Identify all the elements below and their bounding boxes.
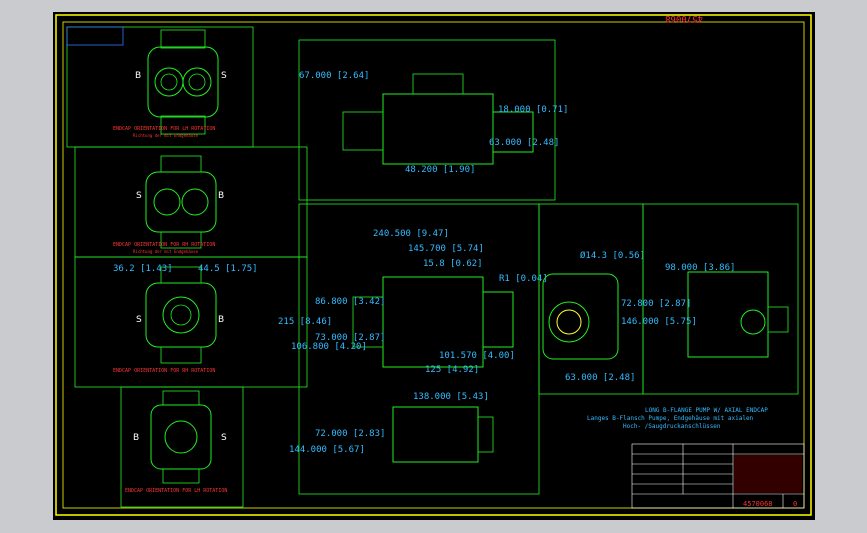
dim-63b: 63.000 [2.48] [565,373,635,383]
dim-86: 86.800 [3.42] [315,297,385,307]
label-s-3: S [136,315,142,325]
sub-rh: Richtung der mit Endgehäuse [133,249,199,254]
dim-63: 63.000 [2.48] [489,138,559,148]
label-b-4: B [133,433,139,443]
pump-face-lh [147,29,219,135]
dim-72: 72.000 [2.83] [315,429,385,439]
title-block [631,443,805,509]
dim-101: 101.570 [4.00] [439,351,515,361]
dim-240: 240.500 [9.47] [373,229,449,239]
dim-138: 138.000 [5.43] [413,392,489,402]
title-line3: Hoch- /Saugdruckanschlüssen [623,423,721,430]
pump-face-rh [145,155,217,249]
title-rh2: ENDCAP ORIENTATION FOR RH ROTATION [113,368,215,374]
pump-side-top [342,73,534,165]
title-lh2: ENDCAP ORIENTATION FOR LH ROTATION [125,488,227,494]
dim-36: 36.2 [1.43] [113,264,173,274]
view-box-rh [74,146,308,258]
dim-73: 73.000 [2.87] [315,333,385,343]
dim-15: 15.8 [0.62] [423,259,483,269]
view-box-lh2 [120,386,244,508]
title-red-box [734,455,802,493]
rev-label: 0 [793,500,797,508]
title-rh: ENDCAP ORIENTATION FOR RH ROTATION [113,242,215,248]
dim-67: 67.000 [2.64] [299,71,369,81]
drawing-number-bottom: 4570068 [743,500,773,508]
drawing-number-top: 4570068 [665,13,703,23]
tag-box [66,26,124,46]
sub-lh: Richtung der mit Endgehäuse [133,133,199,138]
label-b-2: B [218,191,224,201]
pump-side-mid [352,276,514,463]
view-box-top [298,39,556,201]
label-s-2: S [136,191,142,201]
dim-106: 106.800 [4.20] [291,342,367,352]
dim-144: 144.000 [5.67] [289,445,365,455]
dim-r1: R1 [0.04] [499,274,548,284]
outer-frame [55,14,812,516]
dim-18: 18.000 [0.71] [498,105,568,115]
view-box-right [642,203,799,395]
dim-145: 145.700 [5.74] [408,244,484,254]
pump-face-lh2 [150,390,212,484]
pump-front [542,273,619,360]
dim-215: 215 [8.46] [278,317,332,327]
dim-125: 125 [4.92] [425,365,479,375]
title-line1: LONG B-FLANGE PUMP W/ AXIAL ENDCAP [645,407,768,414]
pump-face-rh2 [145,266,217,364]
label-b-3: B [218,315,224,325]
label-b-1: B [135,71,141,81]
label-s-4: S [221,433,227,443]
dim-146: 146.000 [5.75] [621,317,697,327]
dim-44: 44.5 [1.75] [198,264,258,274]
inner-frame [62,21,805,509]
dim-72b: 72.800 [2.87] [621,299,691,309]
pump-side-right [687,271,789,358]
title-line2: Langes B-Flansch Pumpe, Endgehäuse mit a… [587,415,754,422]
label-s-1: S [221,71,227,81]
dim-98: 98.000 [3.86] [665,263,735,273]
dim-14: Ø14.3 [0.56] [580,250,645,261]
drawing-svg: 4570068 B S ENDCAP ORIENTATION FOR LH RO… [55,13,812,516]
cad-canvas: 4570068 B S ENDCAP ORIENTATION FOR LH RO… [53,12,815,520]
dim-48: 48.200 [1.90] [405,165,475,175]
title-lh: ENDCAP ORIENTATION FOR LH ROTATION [113,126,215,132]
